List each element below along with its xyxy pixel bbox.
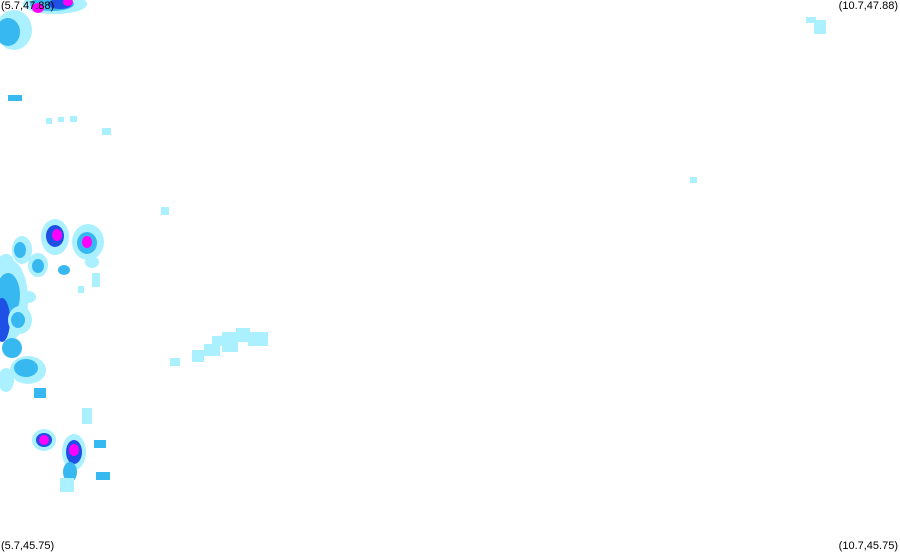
rain-cell-light [85,256,99,268]
rain-cell-intense [39,435,49,445]
corner-coordinate-top-left: (5.7,47.88) [1,0,55,12]
rain-cell-medium [32,259,44,273]
rain-cell-intense [63,0,73,6]
rain-cell-light [58,117,64,122]
rain-cell-light [60,478,74,492]
rain-cell-medium [34,388,46,398]
rain-cell-medium [14,242,26,258]
rain-cell-light [170,358,180,366]
rain-cell-medium [14,359,38,377]
rain-cell-light [690,177,697,183]
rain-cell-light [212,336,224,346]
rain-cell-light [20,291,36,303]
rain-cell-light [204,344,220,356]
rain-cell-medium [94,440,106,448]
rain-cell-medium [96,472,110,480]
rain-cell-light [70,116,77,122]
rain-cell-strong [0,298,10,342]
rain-cell-medium [11,312,25,328]
rain-cell-light [102,128,111,135]
rain-cell-medium [8,95,22,101]
rain-cell-light [814,20,826,34]
rain-cell-light [192,350,204,362]
rain-cell-light [78,286,84,293]
rain-cell-light [806,17,816,23]
rain-cell-light [248,332,268,346]
rain-cell-intense [32,3,44,13]
rain-cell-light [222,332,238,352]
corner-coordinate-bottom-left: (5.7,45.75) [1,540,55,552]
rain-cell-light [46,118,52,124]
rain-cell-intense [52,229,62,241]
rain-cell-light [82,408,92,424]
rain-cell-intense [82,236,92,248]
corner-coordinate-top-right: (10.7,47.88) [838,0,898,12]
rain-cell-light [0,368,14,392]
rain-cell-medium [63,462,77,482]
corner-coordinate-bottom-right: (10.7,45.75) [838,540,898,552]
rain-cell-medium [0,18,20,46]
rain-cell-light [236,328,250,342]
rain-cell-light [92,273,100,287]
rain-cell-intense [69,444,79,456]
rain-cell-medium [2,338,22,358]
rain-cell-light [161,207,169,215]
rain-cell-medium [58,265,70,275]
